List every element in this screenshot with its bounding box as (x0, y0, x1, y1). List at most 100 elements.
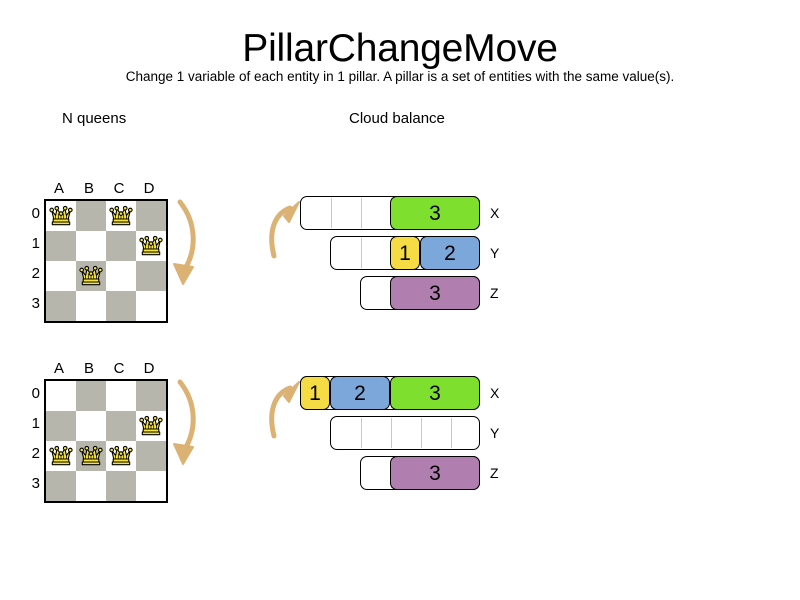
transition-arrow-cloud-before (269, 201, 300, 259)
cloud-segment-2[interactable]: 2 (330, 376, 390, 410)
chess-cell-b1[interactable] (76, 411, 106, 441)
cloud-cell-divider (331, 198, 332, 228)
chess-cell-a3[interactable] (46, 471, 76, 501)
chess-cell-b2[interactable] (76, 261, 106, 291)
chess-cell-c2[interactable] (106, 261, 136, 291)
arrow-shaft (269, 385, 293, 439)
cloud-row-label-y: Y (490, 245, 500, 261)
chess-cell-d1[interactable] (136, 231, 166, 261)
chess-cell-a1[interactable] (46, 411, 76, 441)
cloud-segment-3[interactable]: 3 (390, 196, 480, 230)
chess-cell-d2[interactable] (136, 261, 166, 291)
arrow-head (173, 443, 194, 465)
cloud-segment-label: 2 (444, 241, 456, 265)
cloud-segment-1[interactable]: 1 (300, 376, 330, 410)
board-rank-label-3: 3 (31, 475, 40, 492)
chess-cell-b3[interactable] (76, 291, 106, 321)
transition-arrow-nqueens-after (173, 379, 196, 465)
arrow-head (283, 201, 300, 223)
cloud-cell-divider (361, 418, 362, 448)
chess-cell-a1[interactable] (46, 231, 76, 261)
board-file-labels: A B C D (44, 180, 168, 198)
chess-cell-c2[interactable] (106, 441, 136, 471)
chess-cell-d1[interactable] (136, 411, 166, 441)
cloud-bar-track[interactable] (330, 416, 480, 450)
board-file-label-a: A (53, 360, 64, 377)
chess-cell-a0[interactable] (46, 201, 76, 231)
board-rank-label-0: 0 (31, 205, 40, 222)
transition-arrow-cloud-after (269, 381, 300, 439)
cloud-row-label-z: Z (490, 285, 499, 301)
chess-cell-b3[interactable] (76, 471, 106, 501)
cloud-cell-divider (361, 198, 362, 228)
chess-cell-b0[interactable] (76, 381, 106, 411)
board-rank-label-3: 3 (31, 295, 40, 312)
arrow-shaft (177, 379, 196, 455)
queen-icon (79, 265, 103, 286)
chess-cell-b2[interactable] (76, 441, 106, 471)
chess-cell-d3[interactable] (136, 291, 166, 321)
cloud-cell-divider (421, 418, 422, 448)
board-rank-label-2: 2 (31, 265, 40, 282)
chess-cell-d0[interactable] (136, 381, 166, 411)
cloud-row-label-z: Z (490, 465, 499, 481)
board-file-label-c: C (113, 180, 125, 197)
cloud-row-label-y: Y (490, 425, 500, 441)
board-rank-label-1: 1 (31, 235, 40, 252)
chess-cell-b0[interactable] (76, 201, 106, 231)
queen-icon (79, 445, 103, 466)
cloud-segment-1[interactable]: 1 (390, 236, 420, 270)
cloud-segment-label: 1 (309, 381, 321, 405)
cloud-segment-label: 2 (354, 381, 366, 405)
chess-cell-d0[interactable] (136, 201, 166, 231)
queen-icon (139, 415, 163, 436)
cloud-row-label-x: X (490, 205, 500, 221)
chess-cell-a2[interactable] (46, 261, 76, 291)
chess-grid (44, 199, 168, 323)
board-file-label-b: B (83, 360, 94, 377)
chess-cell-d2[interactable] (136, 441, 166, 471)
cloud-segment-2[interactable]: 2 (420, 236, 480, 270)
queen-icon (49, 445, 73, 466)
arrow-shaft (177, 199, 196, 275)
board-rank-label-2: 2 (31, 445, 40, 462)
chess-grid (44, 379, 168, 503)
chess-cell-a2[interactable] (46, 441, 76, 471)
board-rank-label-0: 0 (31, 385, 40, 402)
cloud-segment-label: 3 (429, 281, 441, 305)
chess-cell-a3[interactable] (46, 291, 76, 321)
section-caption-nqueens: N queens (62, 110, 127, 127)
page-subtitle: Change 1 variable of each entity in 1 pi… (125, 69, 675, 84)
chess-cell-c0[interactable] (106, 201, 136, 231)
chess-cell-c1[interactable] (106, 411, 136, 441)
chess-cell-b1[interactable] (76, 231, 106, 261)
cloud-segment-3[interactable]: 3 (390, 376, 480, 410)
board-file-label-b: B (83, 180, 94, 197)
chess-cell-d3[interactable] (136, 471, 166, 501)
arrow-head (173, 263, 194, 285)
cloud-segment-3[interactable]: 3 (390, 276, 480, 310)
chess-cell-c3[interactable] (106, 291, 136, 321)
board-file-label-d: D (143, 180, 155, 197)
chess-cell-c1[interactable] (106, 231, 136, 261)
cloud-segment-label: 3 (429, 381, 441, 405)
chess-cell-c0[interactable] (106, 381, 136, 411)
queen-icon (139, 235, 163, 256)
cloud-row-y: Y (300, 416, 499, 450)
board-rank-labels: 0 1 2 3 (24, 199, 42, 321)
cloud-segment-label: 1 (399, 241, 411, 265)
chess-cell-a0[interactable] (46, 381, 76, 411)
cloud-cell-divider (361, 238, 362, 268)
cloud-row-y: 1 2 Y (300, 236, 499, 270)
chess-cell-c3[interactable] (106, 471, 136, 501)
board-rank-label-1: 1 (31, 415, 40, 432)
queen-icon (49, 205, 73, 226)
cloud-segment-3[interactable]: 3 (390, 456, 480, 490)
board-file-label-a: A (53, 180, 64, 197)
